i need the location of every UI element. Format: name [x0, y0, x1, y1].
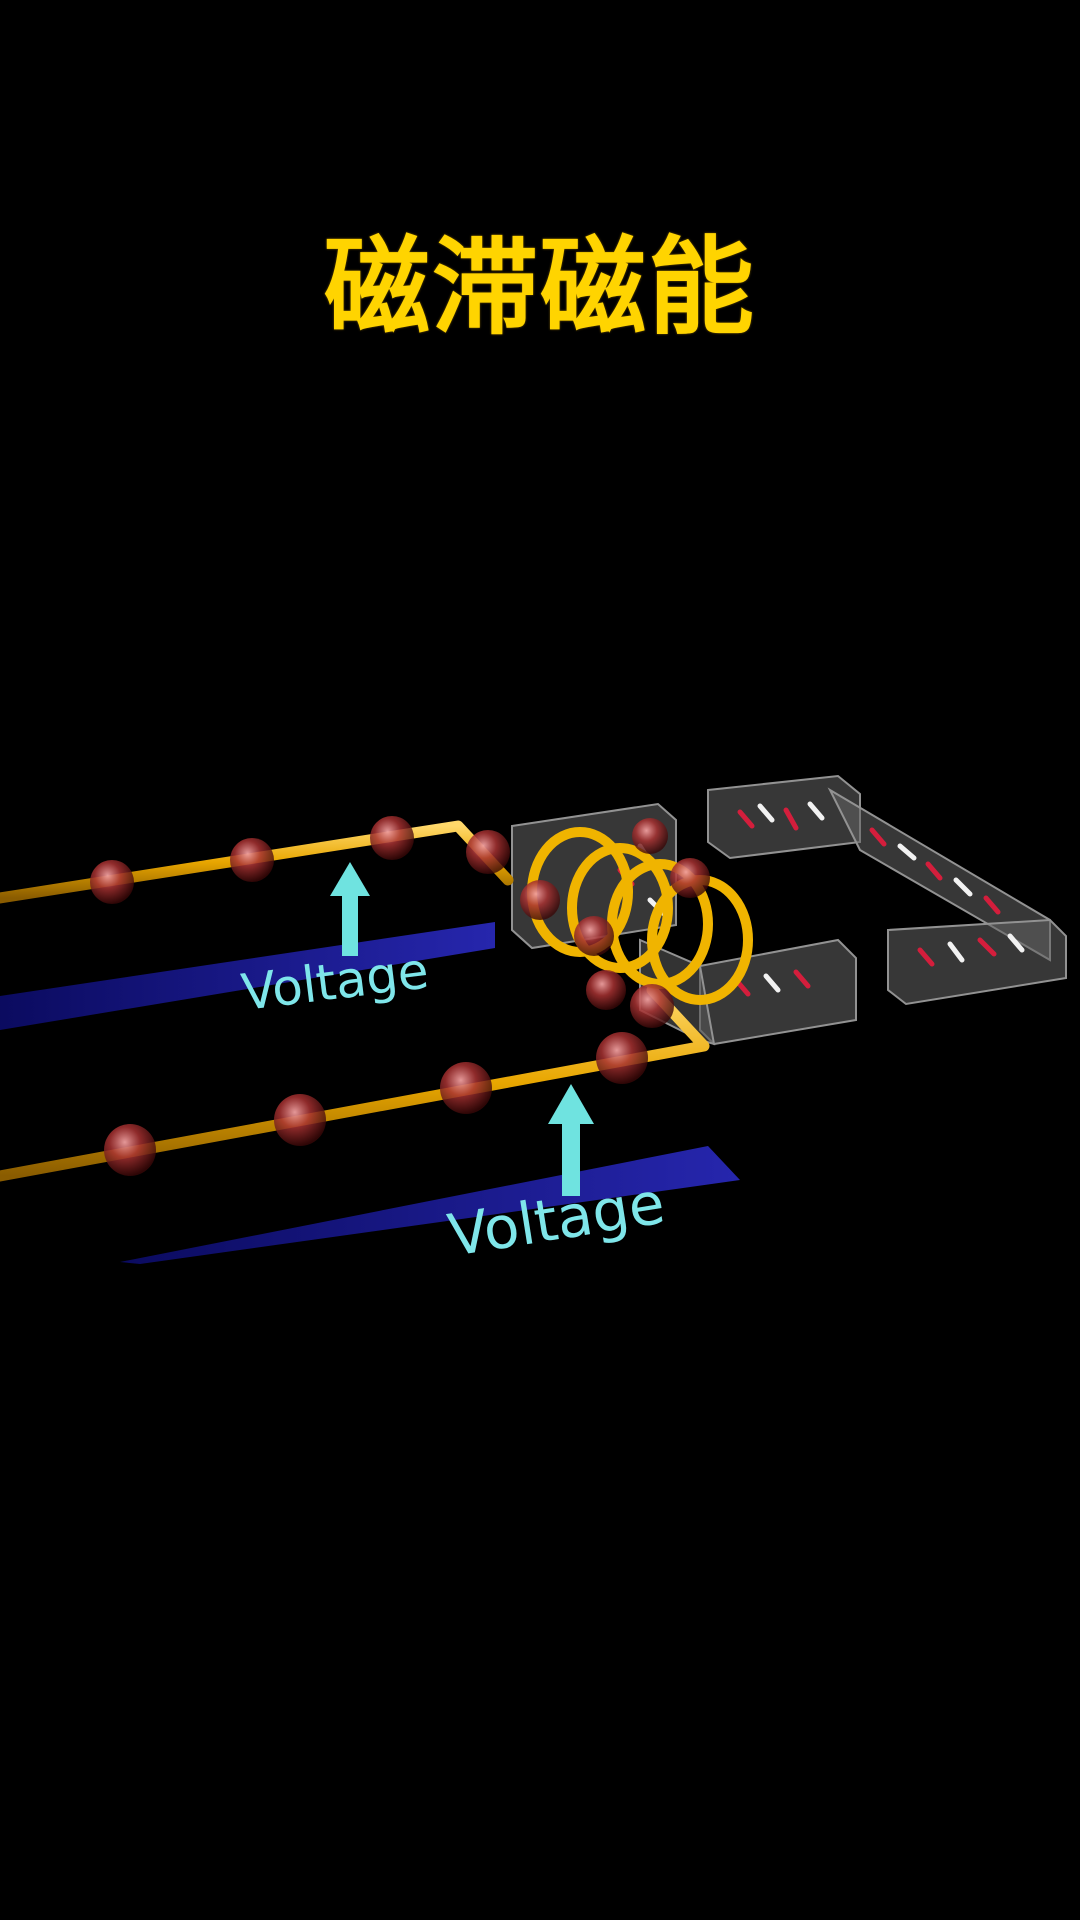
voltage-label-upper: Voltage [238, 941, 431, 1021]
voltage-bar-upper [0, 922, 495, 1030]
voltage-arrow-lower [548, 1084, 594, 1196]
page-title: 磁滞磁能 [324, 226, 756, 349]
voltage-label-lower: Voltage [444, 1169, 670, 1270]
voltage-bar-lower [120, 1146, 740, 1264]
charge-particles [90, 816, 710, 1176]
inductor-coil [527, 827, 753, 1005]
voltage-arrow-upper [330, 862, 370, 956]
